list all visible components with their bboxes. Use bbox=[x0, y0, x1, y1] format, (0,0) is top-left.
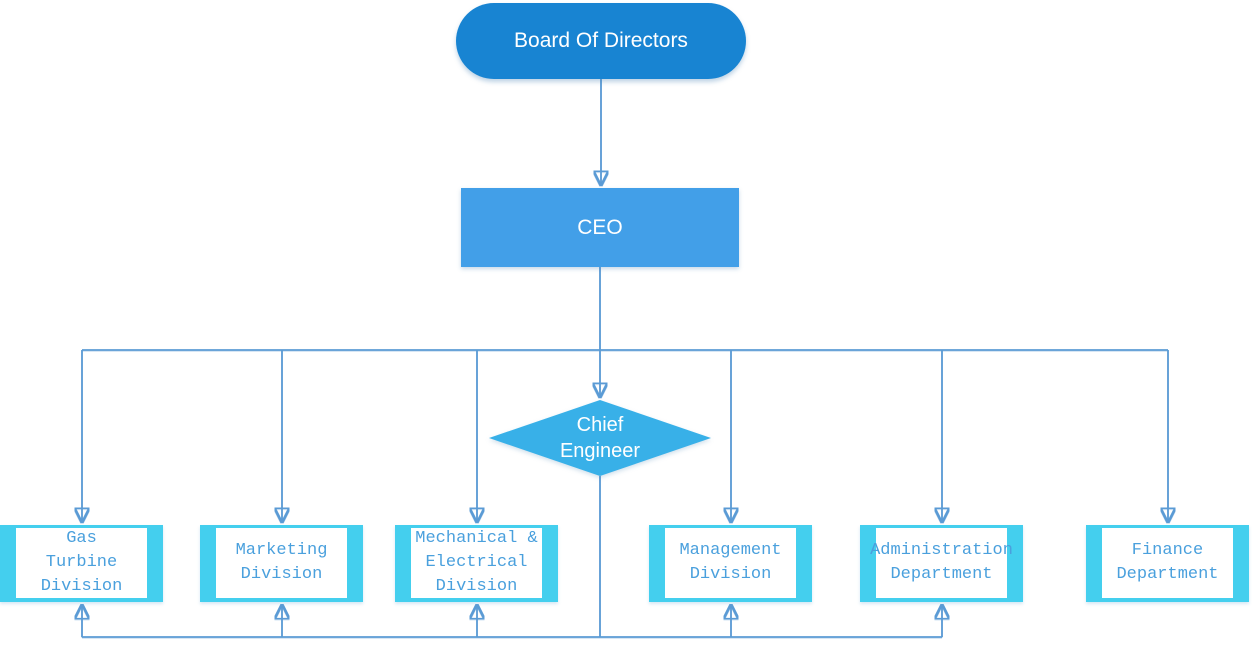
node-management-division[interactable]: Management Division bbox=[649, 525, 812, 602]
mechanical-electrical-division-label: Mechanical & Electrical Division bbox=[415, 529, 538, 596]
node-board-of-directors[interactable]: Board Of Directors bbox=[456, 3, 746, 79]
management-division-label: Management Division bbox=[679, 541, 782, 584]
node-administration-department[interactable]: Administration Department bbox=[860, 525, 1023, 602]
dept-inner: Mechanical & Electrical Division bbox=[411, 528, 542, 598]
node-gas-turbine-division[interactable]: Gas Turbine Division bbox=[0, 525, 163, 602]
board-of-directors-label: Board Of Directors bbox=[514, 29, 688, 52]
finance-department-label: Finance Department bbox=[1116, 541, 1219, 584]
dept-inner: Finance Department bbox=[1102, 528, 1233, 598]
gas-turbine-division-label: Gas Turbine Division bbox=[40, 529, 123, 596]
node-marketing-division[interactable]: Marketing Division bbox=[200, 525, 363, 602]
dept-inner: Management Division bbox=[665, 528, 796, 598]
dept-inner: Administration Department bbox=[870, 528, 1013, 598]
node-ceo[interactable]: CEO bbox=[461, 188, 739, 267]
marketing-division-label: Marketing Division bbox=[235, 541, 328, 584]
node-chief-engineer[interactable]: Chief Engineer bbox=[489, 400, 711, 476]
chief-engineer-label: Chief Engineer bbox=[559, 414, 641, 462]
dept-inner: Gas Turbine Division bbox=[16, 528, 147, 598]
dept-inner: Marketing Division bbox=[216, 528, 347, 598]
administration-department-label: Administration Department bbox=[870, 541, 1013, 584]
node-mechanical-electrical-division[interactable]: Mechanical & Electrical Division bbox=[395, 525, 558, 602]
node-finance-department[interactable]: Finance Department bbox=[1086, 525, 1249, 602]
ceo-label: CEO bbox=[577, 215, 623, 239]
